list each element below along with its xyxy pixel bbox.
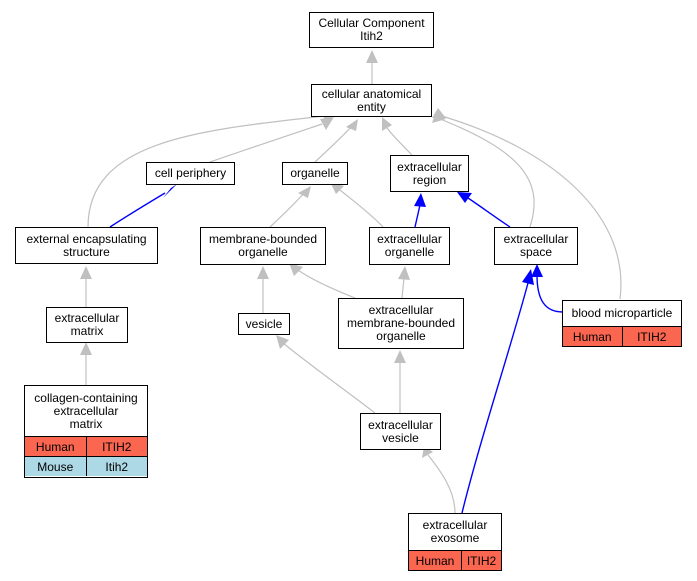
arrowhead xyxy=(366,50,378,63)
node-cellular-component-root[interactable]: Cellular Component Itih2 xyxy=(309,12,434,48)
species-row-mouse: Mouse Itih2 xyxy=(25,456,147,476)
edge-ecspace-ecregion xyxy=(467,197,511,228)
edge-ecmbo-mbo xyxy=(297,269,356,299)
node-label-text: extracellular exosome xyxy=(422,518,488,545)
node-label: organelle xyxy=(290,166,340,180)
arrowhead xyxy=(382,117,392,131)
edge-ecvesicle-vesicle xyxy=(282,342,376,414)
node-blood-microparticle[interactable]: blood microparticle Human ITIH2 xyxy=(562,300,682,347)
gene-cell: Itih2 xyxy=(85,457,148,476)
arrowhead xyxy=(289,263,303,276)
arrowhead xyxy=(163,184,177,198)
edge-eco-ecregion xyxy=(414,204,421,228)
node-label: vesicle xyxy=(245,316,283,331)
arrowhead xyxy=(320,117,334,130)
edge-cellperiphery-cae xyxy=(209,123,323,163)
edge-exosome-ecspace xyxy=(461,282,529,514)
node-label: extracellular region xyxy=(397,159,462,187)
arrowhead xyxy=(330,182,344,194)
node-cell-periphery[interactable]: cell periphery xyxy=(146,162,235,185)
arrowhead xyxy=(80,266,92,279)
node-extracellular-exosome[interactable]: extracellular exosome Human ITIH2 xyxy=(408,513,502,571)
arrowhead xyxy=(522,269,534,285)
species-row-human: Human ITIH2 xyxy=(563,326,681,346)
node-label: extracellular exosome xyxy=(409,514,501,550)
node-label-text: blood microparticle xyxy=(571,306,673,320)
node-extracellular-matrix[interactable]: extracellular matrix xyxy=(46,307,128,343)
node-extracellular-membrane-bounded-organelle[interactable]: extracellular membrane-bounded organelle xyxy=(338,298,464,349)
edge-organelle-cae xyxy=(314,125,353,163)
node-membrane-bounded-organelle[interactable]: membrane-bounded organelle xyxy=(200,227,326,265)
node-label: extracellular space xyxy=(503,232,569,259)
species-row-human: Human ITIH2 xyxy=(25,436,147,456)
node-label: blood microparticle xyxy=(563,301,681,326)
gene-cell: ITIH2 xyxy=(461,551,501,570)
edge-exosome-ecvesicle xyxy=(427,454,456,514)
node-cellular-anatomical-entity[interactable]: cellular anatomical entity xyxy=(311,84,432,117)
node-label: extracellular organelle xyxy=(377,232,442,259)
arrowhead xyxy=(257,266,269,279)
species-row-human: Human ITIH2 xyxy=(409,550,501,570)
node-label: extracellular membrane-bounded organelle xyxy=(346,303,456,343)
node-extracellular-space[interactable]: extracellular space xyxy=(494,227,578,265)
edge-bmp-cae xyxy=(434,113,622,300)
node-external-encapsulating-structure[interactable]: external encapsulating structure xyxy=(15,227,158,264)
arrowhead xyxy=(432,108,446,118)
species-cell: Human xyxy=(35,439,75,454)
arrowhead xyxy=(457,192,472,203)
arrowhead xyxy=(276,335,289,349)
arrowhead xyxy=(394,350,406,363)
node-label: Cellular Component Itih2 xyxy=(318,16,425,43)
species-cell: Human xyxy=(415,553,455,568)
edge-bmp-ecspace xyxy=(536,274,564,313)
arrowhead xyxy=(298,186,311,198)
node-label: collagen-containing extracellular matrix xyxy=(25,386,147,436)
node-collagen-containing-extracellular-matrix[interactable]: collagen-containing extracellular matrix… xyxy=(24,385,148,478)
node-extracellular-vesicle[interactable]: extracellular vesicle xyxy=(360,413,441,450)
edge-ecmbo-eco xyxy=(401,277,405,299)
edge-ees-cae xyxy=(87,115,326,228)
arrowhead xyxy=(414,193,426,207)
arrowhead xyxy=(531,264,543,277)
edge-ecregion-cae xyxy=(386,127,413,156)
node-label: extracellular vesicle xyxy=(368,417,433,445)
node-label: membrane-bounded organelle xyxy=(208,232,318,259)
node-label: external encapsulating structure xyxy=(26,231,147,259)
edge-eco-organelle xyxy=(339,189,384,228)
arrowhead xyxy=(398,266,410,280)
node-vesicle[interactable]: vesicle xyxy=(238,313,290,335)
edge-ees-cellperiphery xyxy=(109,192,166,228)
gene-cell: ITIH2 xyxy=(85,437,148,456)
species-cell: Human xyxy=(572,329,612,344)
species-cell: Mouse xyxy=(37,459,74,474)
node-organelle[interactable]: organelle xyxy=(282,162,348,185)
node-label: extracellular matrix xyxy=(54,311,120,338)
edge-mbo-organelle xyxy=(269,191,306,228)
node-extracellular-organelle[interactable]: extracellular organelle xyxy=(369,227,450,265)
edge-ecspace-cae xyxy=(434,116,535,228)
node-label: cellular anatomical entity xyxy=(321,86,422,114)
node-extracellular-region[interactable]: extracellular region xyxy=(390,155,469,192)
arrowhead xyxy=(80,342,92,355)
arrowhead xyxy=(346,119,358,131)
node-label: cell periphery xyxy=(154,166,227,180)
gene-cell: ITIH2 xyxy=(621,327,682,346)
node-label-text: collagen-containing extracellular matrix xyxy=(34,390,138,431)
